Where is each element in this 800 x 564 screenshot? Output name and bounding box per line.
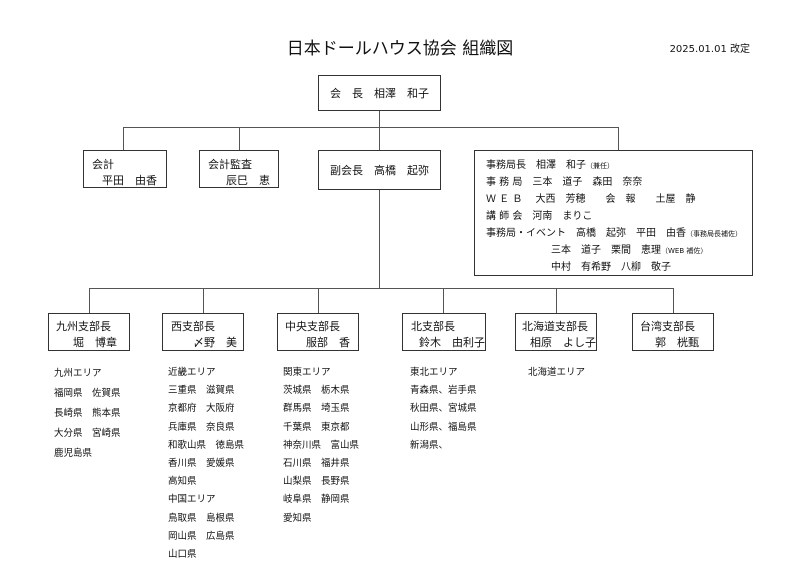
connector-branch-1 — [89, 288, 90, 313]
area-item: 京都府 大阪府 — [168, 403, 235, 415]
connector-president-down — [379, 110, 380, 127]
connector-branch-4 — [443, 288, 444, 313]
area-item: 高知県 — [168, 476, 197, 488]
connector-branch-3 — [318, 288, 319, 313]
connector-vice-down — [379, 190, 380, 288]
connector-vice — [379, 127, 380, 150]
area-item: 山梨県 長野県 — [283, 476, 350, 488]
area-item: 岐阜県 静岡県 — [283, 494, 350, 506]
area-item: 群馬県 埼玉県 — [283, 403, 350, 415]
connector-branch-5 — [556, 288, 557, 313]
audit-title: 会計監査 — [208, 158, 252, 171]
office-line-1: 事務局長 相澤 和子（兼任） — [486, 160, 614, 171]
area-item: 青森県、岩手県 — [410, 385, 477, 397]
area-item: 新潟県、 — [410, 439, 449, 451]
branch-box-kyushu: 九州支部長 堀 博章 — [48, 313, 130, 351]
audit-name: 辰巳 恵 — [226, 174, 270, 187]
area-item: 九州エリア — [54, 368, 102, 379]
branch-head-name: 相原 よし子 — [530, 336, 596, 349]
branch-title: 北海道支部長 — [522, 320, 588, 333]
branch-title: 中央支部長 — [285, 320, 340, 333]
area-item: 関東エリア — [283, 367, 331, 378]
branch-box-north: 北支部長 鈴木 由利子 — [402, 313, 486, 351]
area-item: 石川県 福井県 — [283, 458, 350, 470]
office-line-2: 事 務 局 三本 道子 森田 奈奈 — [486, 177, 643, 188]
vice-president-box: 副会長 高橋 起弥 — [318, 150, 441, 190]
office-line-5: 事務局・イベント 高橋 起弥 平田 由香（事務局長補佐） — [486, 228, 742, 239]
area-list-north: 東北エリア青森県、岩手県秋田県、宮城県山形県、福島県新潟県、 — [410, 364, 477, 455]
area-list-central: 関東エリア茨城県 栃木県群馬県 埼玉県千葉県 東京都神奈川県 富山県石川県 福井… — [283, 364, 359, 528]
branch-head-name: 鈴木 由利子 — [419, 336, 485, 349]
area-item: 神奈川県 富山県 — [283, 439, 360, 451]
area-item: 北海道エリア — [528, 367, 586, 378]
area-item: 千葉県 東京都 — [283, 421, 350, 433]
area-item: 中国エリア — [168, 494, 216, 506]
connector-office — [618, 127, 619, 150]
chart-title: 日本ドールハウス協会 組織図 — [286, 39, 514, 59]
area-item: 香川県 愛媛県 — [168, 458, 235, 470]
area-item: 和歌山県 徳島県 — [168, 439, 245, 451]
area-item: 兵庫県 奈良県 — [168, 421, 235, 433]
branch-box-taiwan: 台湾支部長 郭 桄甄 — [632, 313, 714, 351]
area-item: 長崎県 熊本県 — [54, 408, 121, 419]
connector-branch-2 — [203, 288, 204, 313]
branch-head-name: 服部 香 — [306, 336, 350, 349]
area-list-west: 近畿エリア三重県 滋賀県京都府 大阪府兵庫県 奈良県和歌山県 徳島県香川県 愛媛… — [168, 364, 244, 564]
area-list-hokkaido: 北海道エリア — [528, 364, 585, 382]
area-item: 秋田県、宮城県 — [410, 403, 477, 415]
area-item: 福岡県 佐賀県 — [54, 388, 121, 399]
accounting-name: 平田 由香 — [102, 174, 157, 187]
office-line-4: 講 師 会 河南 まりこ — [486, 211, 593, 222]
vice-president-label: 副会長 高橋 起弥 — [330, 164, 429, 177]
branch-head-name: 堀 博章 — [73, 336, 117, 349]
branch-box-central: 中央支部長 服部 香 — [277, 313, 359, 351]
connector-audit — [239, 127, 240, 150]
branch-box-hokkaido: 北海道支部長 相原 よし子 — [515, 313, 597, 351]
office-line-6: 三本 道子 栗間 恵理（WEB 補佐） — [551, 245, 708, 256]
area-list-kyushu: 九州エリア福岡県 佐賀県長崎県 熊本県大分県 宮崎県鹿児島県 — [54, 364, 121, 464]
area-item: 愛知県 — [283, 512, 312, 524]
branch-title: 北支部長 — [411, 320, 455, 333]
area-item: 岡山県 広島県 — [168, 530, 235, 542]
area-item: 三重県 滋賀県 — [168, 385, 235, 397]
branch-box-west: 西支部長 〆野 美 — [162, 313, 244, 351]
area-item: 大分県 宮崎県 — [54, 428, 121, 439]
branch-title: 九州支部長 — [56, 320, 111, 333]
connector-branch-bar — [89, 288, 673, 289]
connector-top-bar — [123, 127, 618, 128]
area-item: 近畿エリア — [168, 367, 216, 378]
area-item: 鹿児島県 — [54, 448, 93, 459]
area-item: 鳥取県 島根県 — [168, 512, 235, 524]
area-item: 山形県、福島県 — [410, 421, 477, 433]
office-box: 事務局長 相澤 和子（兼任） 事 務 局 三本 道子 森田 奈奈 Ｗ Ｅ Ｂ 大… — [474, 150, 753, 276]
office-line-3: Ｗ Ｅ Ｂ 大西 芳穂 会 報 土屋 静 — [486, 194, 696, 205]
branch-title: 西支部長 — [171, 320, 215, 333]
area-item: 山口県 — [168, 549, 197, 561]
area-item: 東北エリア — [410, 367, 458, 378]
branch-head-name: 郭 桄甄 — [655, 336, 699, 349]
audit-box: 会計監査 辰巳 恵 — [199, 150, 279, 188]
branch-title: 台湾支部長 — [640, 320, 695, 333]
branch-head-name: 〆野 美 — [193, 336, 237, 349]
revision-date: 2025.01.01 改定 — [669, 44, 750, 55]
accounting-box: 会計 平田 由香 — [83, 150, 167, 188]
president-box: 会 長 相澤 和子 — [318, 75, 441, 111]
president-label: 会 長 相澤 和子 — [330, 87, 429, 100]
area-item: 茨城県 栃木県 — [283, 385, 350, 397]
connector-accounting — [123, 127, 124, 150]
office-line-7: 中村 有希野 八柳 敬子 — [551, 262, 671, 273]
accounting-title: 会計 — [92, 158, 114, 171]
connector-branch-6 — [673, 288, 674, 313]
